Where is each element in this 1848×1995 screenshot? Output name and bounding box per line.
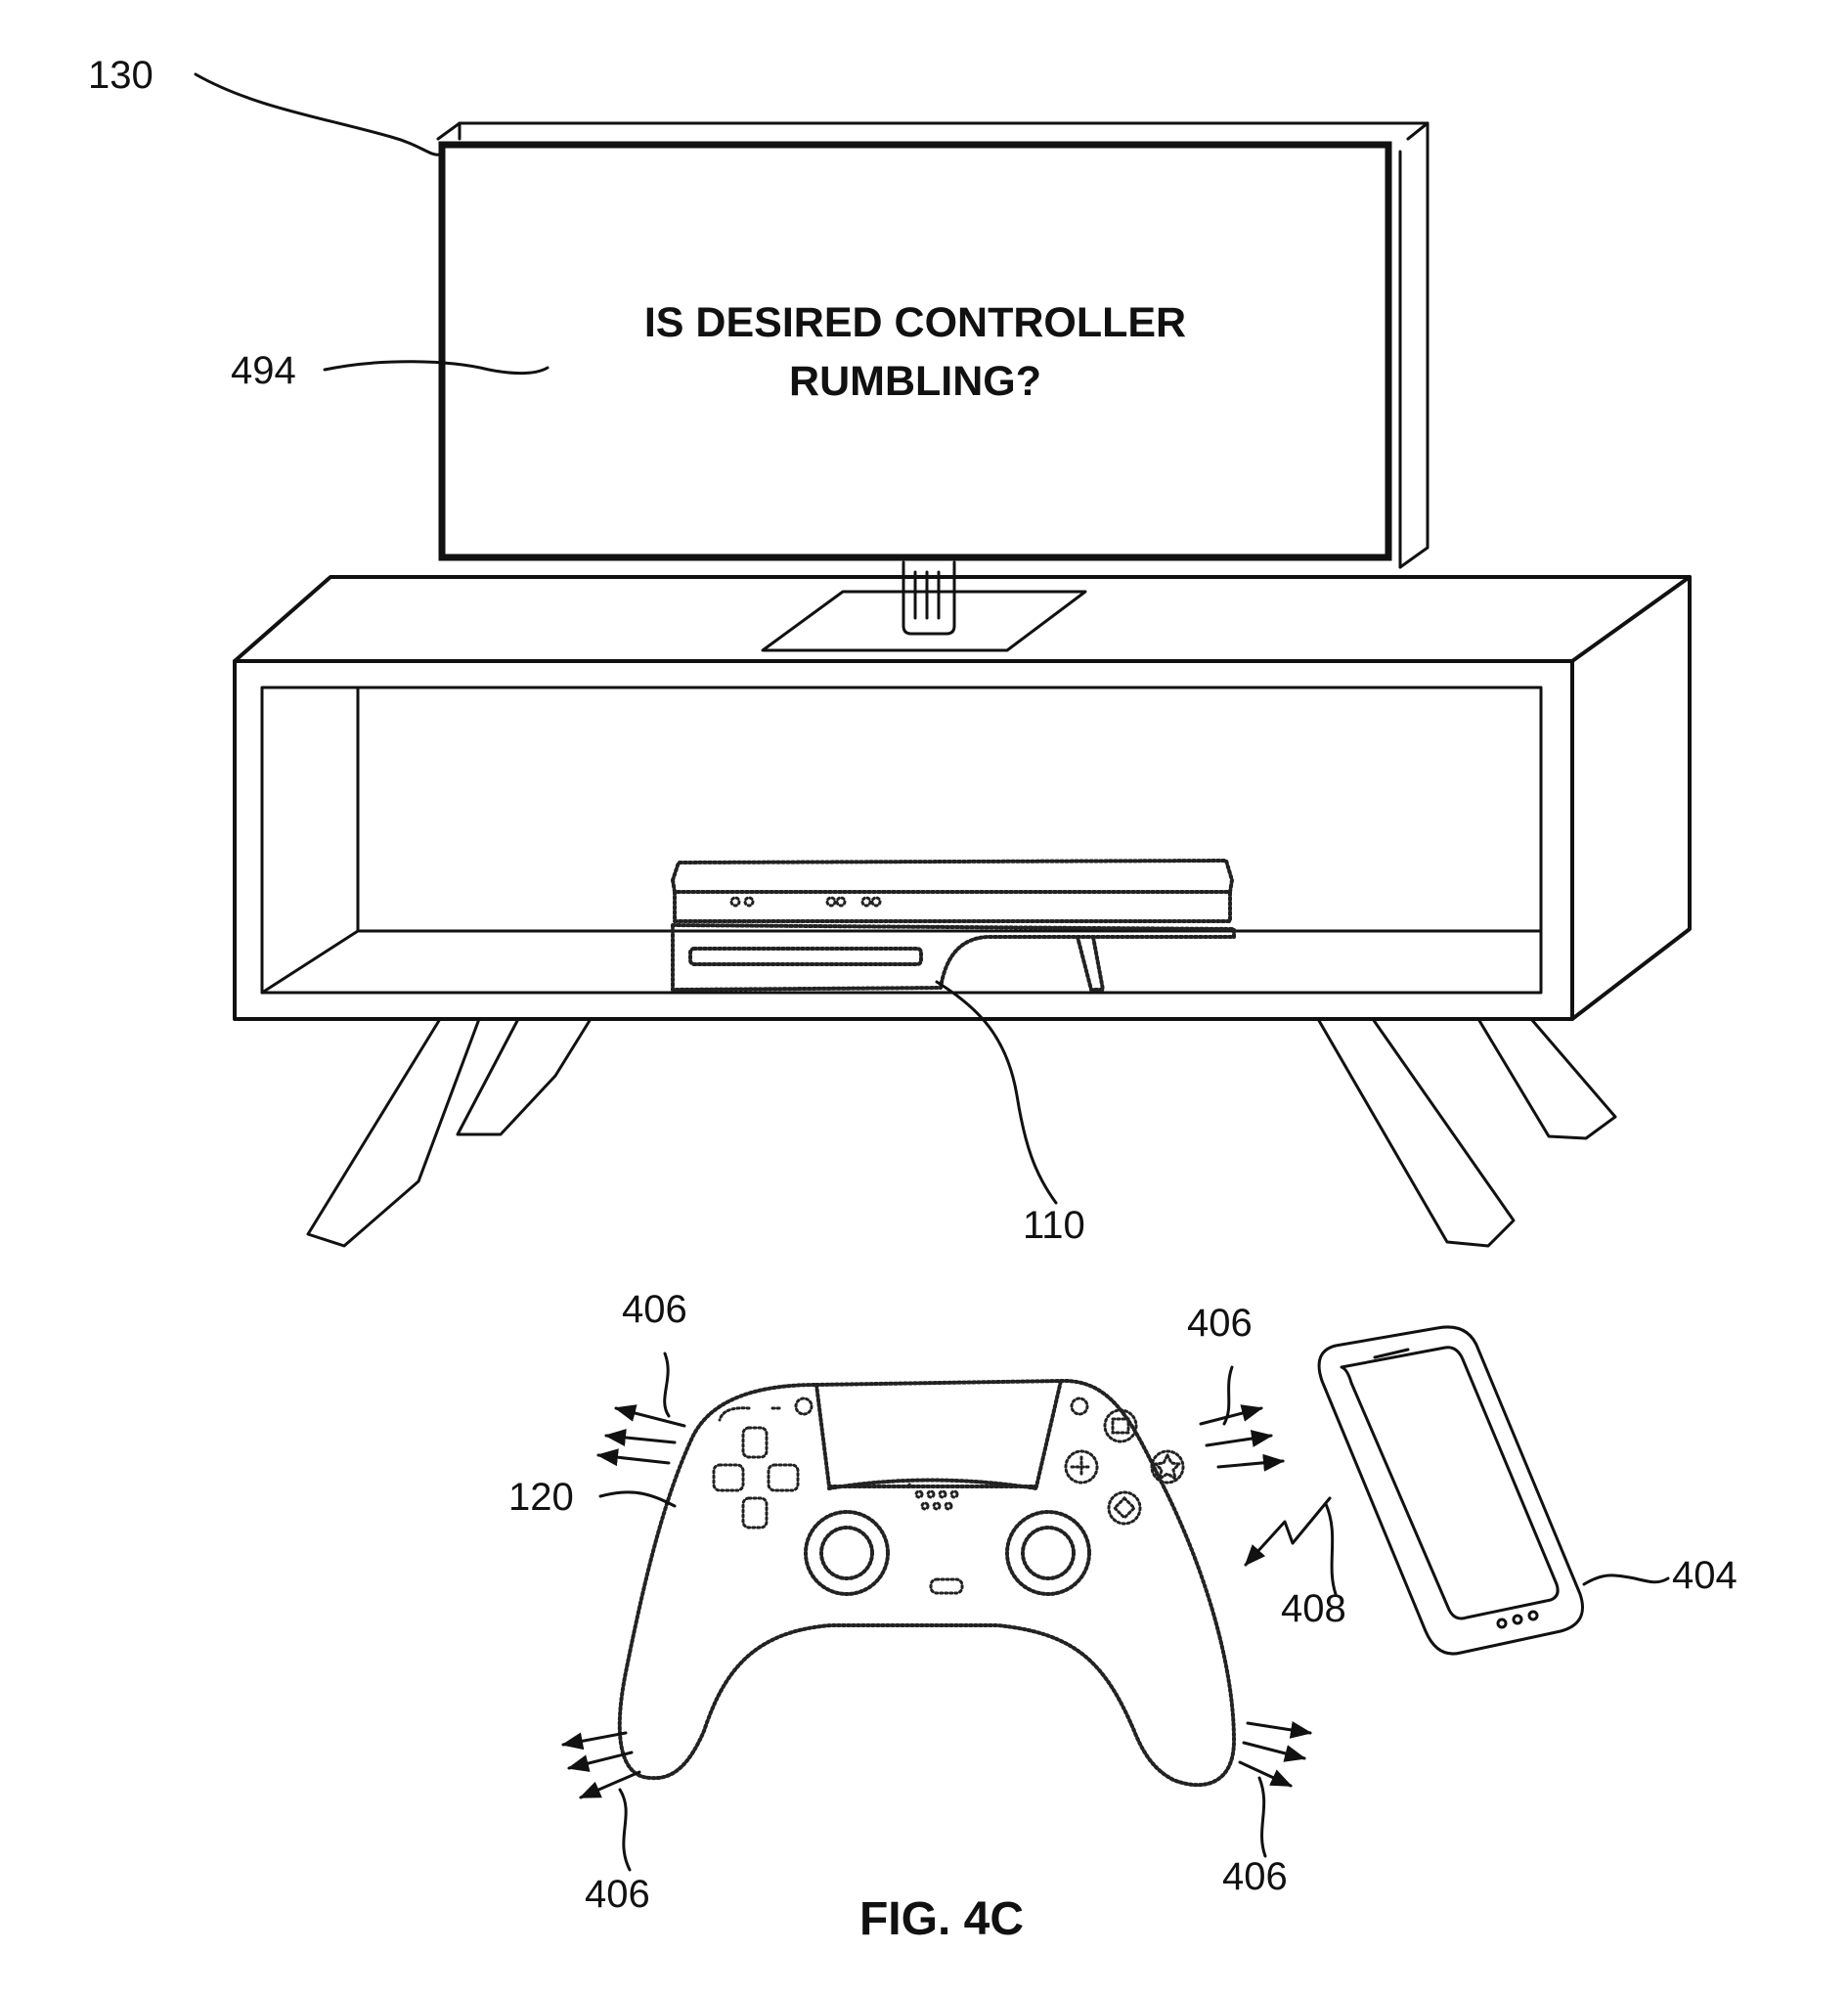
game-console [671,859,1236,992]
label-phone: 404 [1672,1554,1738,1597]
game-controller [617,1378,1236,1788]
leader-lines [194,72,1670,1872]
label-vibration-bottom-left: 406 [585,1873,650,1916]
label-vibration-bottom-right: 406 [1222,1855,1288,1898]
tv-stand [761,560,1087,652]
smartphone [1317,1325,1584,1656]
screen-message-line2: RUMBLING? [789,358,1041,405]
screen-message-line1: IS DESIRED CONTROLLER [644,299,1186,346]
label-vibration-top-left: 406 [622,1288,687,1331]
face-buttons [1064,1408,1185,1526]
label-console: 110 [1023,1204,1085,1247]
label-wireless-signal: 408 [1281,1587,1346,1630]
tv-screen [438,141,1392,561]
wireless-signal-icon [1244,1496,1332,1567]
television: IS DESIRED CONTROLLER RUMBLING? [436,121,1430,652]
vibration-arrows-bottom-left [561,1731,641,1799]
label-message: 494 [231,349,296,392]
label-controller: 120 [508,1476,574,1519]
controller-body [617,1378,1236,1788]
dpad [712,1426,800,1530]
vibration-arrows-top-right [1199,1404,1285,1472]
label-display: 130 [88,54,154,97]
tv-cabinet [233,575,1692,1021]
figure-caption: FIG. 4C [859,1893,1024,1945]
vibration-arrows-bottom-right [1238,1721,1312,1788]
vibration-arrows-top-left [596,1404,686,1467]
label-vibration-top-right: 406 [1187,1302,1253,1345]
cabinet-legs [306,1017,1617,1248]
